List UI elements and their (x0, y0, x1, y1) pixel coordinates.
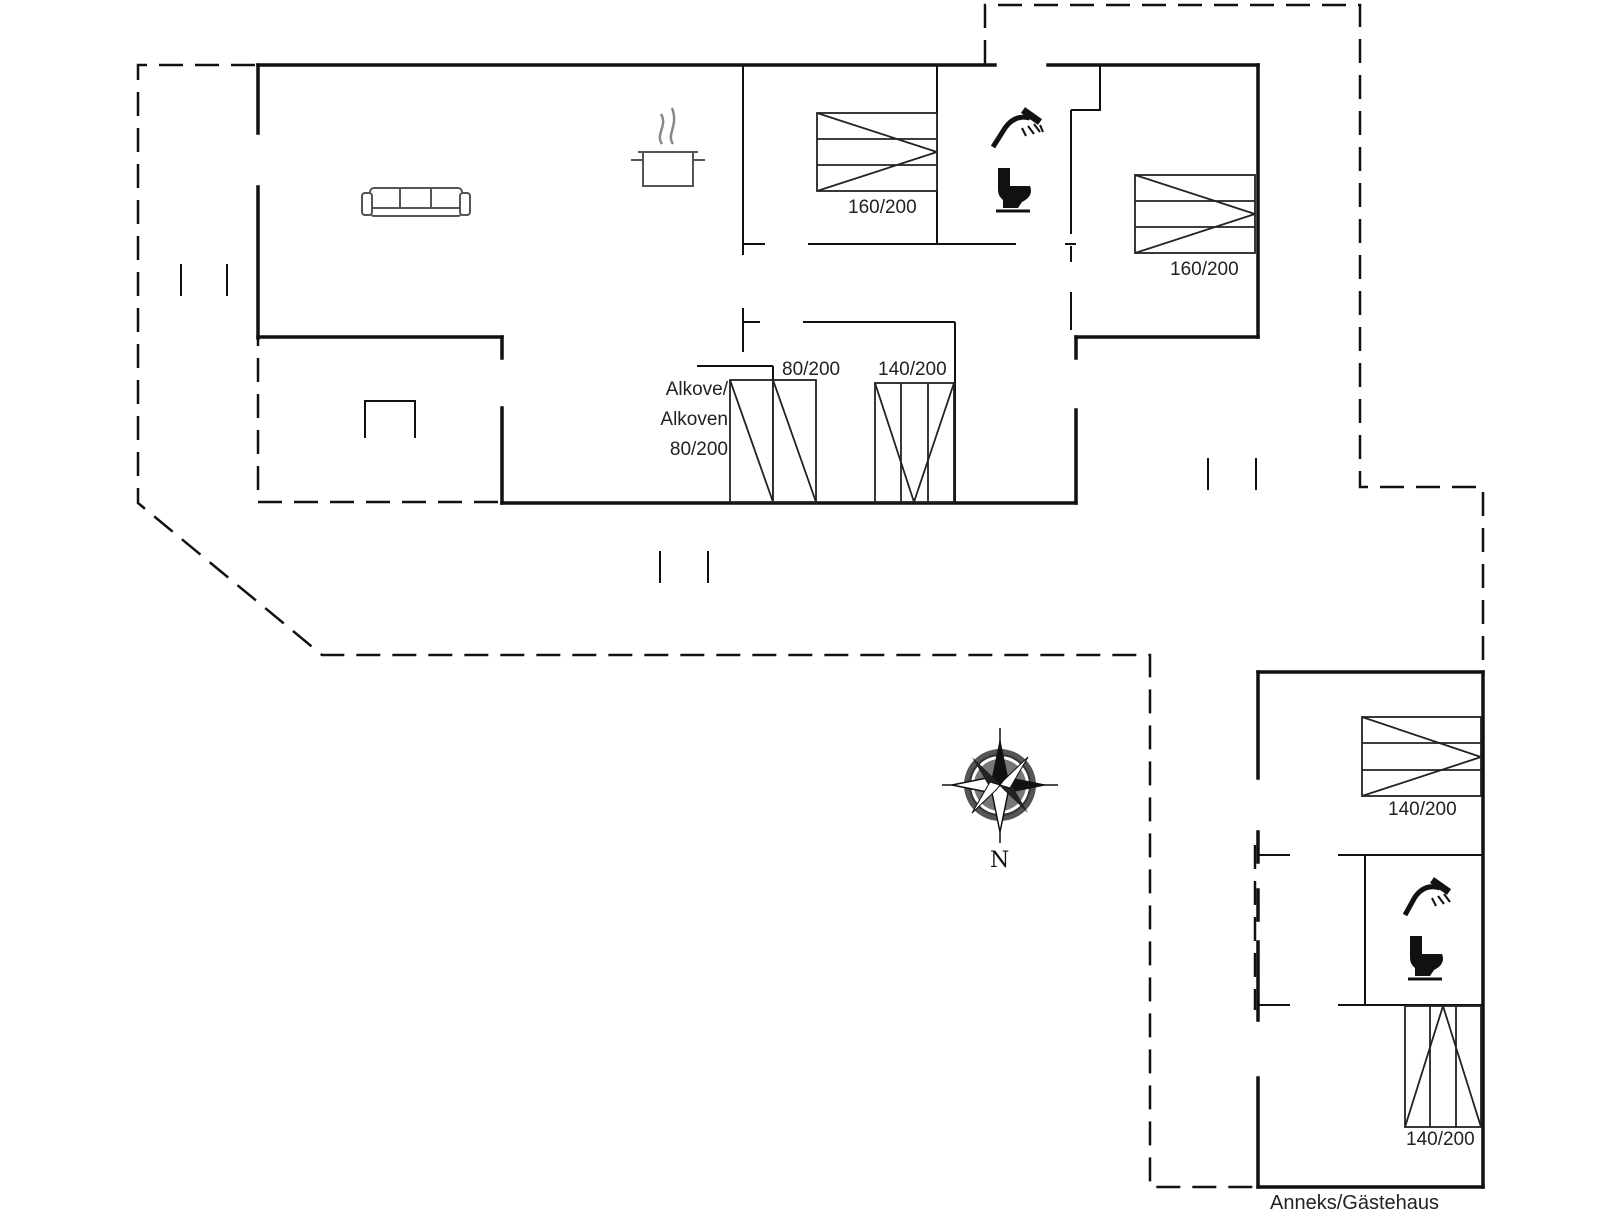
alcove-label-line-2: Alkoven (660, 409, 728, 430)
interior-partitions (697, 65, 1101, 503)
cooking-pot-icon (631, 107, 705, 187)
bed-size-label-single: 80/200 (782, 359, 841, 380)
window-marks (180, 264, 1257, 583)
main-house-walls (256, 63, 1260, 505)
annex-toilet-icon (1408, 936, 1443, 981)
toilet-icon (996, 168, 1031, 213)
bed-single (772, 379, 817, 503)
annex-walls (1256, 670, 1485, 1189)
annex-shower-icon (1402, 877, 1452, 917)
bed-size-label-double: 140/200 (878, 359, 947, 380)
bed-annex-bottom (1404, 1005, 1482, 1128)
sofa-icon (361, 187, 471, 217)
terrace-outlines (136, 3, 1485, 1189)
alcove-label: Alkove/ Alkoven 80/200 (600, 375, 728, 465)
bed-size-label-bedroom-1: 160/200 (848, 197, 917, 218)
bed-main-bedroom-2 (1134, 174, 1256, 254)
compass-north-label: N (990, 848, 1010, 873)
bed-size-label-bedroom-2: 160/200 (1170, 259, 1239, 280)
annex-title: Anneks/Gästehaus (1270, 1192, 1439, 1214)
alcove-label-line-1: Alkove/ (665, 379, 728, 400)
compass-rose-icon (942, 728, 1058, 843)
bed-double-corridor (874, 382, 955, 503)
bed-alcove (729, 379, 774, 503)
fireplace-icon (364, 400, 416, 438)
bed-size-label-annex-top: 140/200 (1388, 799, 1457, 820)
alcove-label-line-3: 80/200 (669, 439, 728, 460)
bed-size-label-annex-bottom: 140/200 (1406, 1129, 1475, 1150)
annex-partitions (1258, 854, 1483, 1006)
shower-icon (990, 107, 1044, 149)
bed-main-bedroom-1 (816, 112, 938, 192)
bed-annex-top (1361, 716, 1482, 797)
